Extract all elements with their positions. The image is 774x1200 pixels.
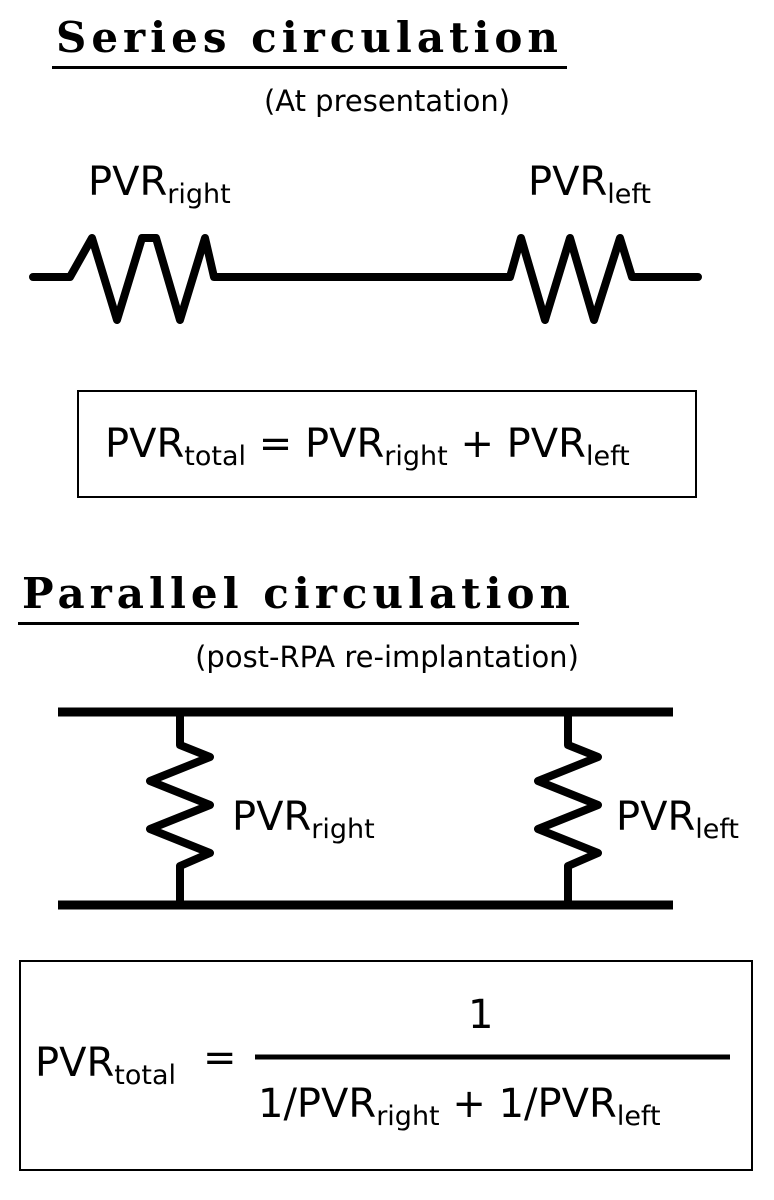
parallel-label-pvr-right: PVRright <box>232 794 375 843</box>
denominator-term1: 1/PVR <box>258 1081 377 1127</box>
fraction-denominator: 1/PVRright + 1/PVRleft <box>258 1081 661 1130</box>
series-formula-box: PVRtotal = PVRright + PVRleft <box>77 390 697 498</box>
formula-term1-sub: right <box>384 441 448 473</box>
formula-term2-sub: left <box>585 441 630 473</box>
denominator-term2: 1/PVR <box>498 1081 617 1127</box>
equals-sign: = <box>258 421 293 467</box>
label-sub: right <box>311 814 375 846</box>
series-wire-with-resistors <box>29 234 702 324</box>
parallel-formula-box <box>19 960 753 1171</box>
label-sub: right <box>167 179 231 211</box>
label-sub: left <box>607 179 652 211</box>
denominator-term1-sub: right <box>376 1101 440 1133</box>
formula-lhs-sub: total <box>184 441 247 473</box>
series-label-pvr-left: PVRleft <box>528 159 651 208</box>
plus-sign: + <box>460 421 494 467</box>
parallel-subtitle: (post-RPA re-implantation) <box>195 640 579 674</box>
formula-lhs: PVR <box>35 1040 115 1086</box>
label-main: PVR <box>528 159 608 205</box>
parallel-formula-lhs: PVRtotal <box>35 1040 176 1089</box>
parallel-label-pvr-left: PVRleft <box>616 794 739 843</box>
label-main: PVR <box>88 159 168 205</box>
fraction-numerator: 1 <box>468 992 494 1038</box>
label-sub: left <box>695 814 740 846</box>
formula-term2: PVR <box>506 421 586 467</box>
series-formula: PVRtotal = PVRright + PVRleft <box>105 421 630 470</box>
equals-sign: = <box>203 1035 237 1081</box>
series-title: Series circulation <box>52 10 567 69</box>
parallel-resistor-right <box>146 712 214 905</box>
label-main: PVR <box>232 794 312 840</box>
formula-lhs: PVR <box>105 421 185 467</box>
series-label-pvr-right: PVRright <box>88 159 231 208</box>
parallel-title: Parallel circulation <box>18 566 580 625</box>
formula-term1: PVR <box>304 421 385 467</box>
denominator-term2-sub: left <box>616 1101 661 1133</box>
parallel-resistor-left <box>534 712 602 905</box>
series-subtitle: (At presentation) <box>263 84 511 118</box>
label-main: PVR <box>616 794 696 840</box>
formula-lhs-sub: total <box>114 1060 177 1092</box>
plus-sign: + <box>452 1081 486 1127</box>
